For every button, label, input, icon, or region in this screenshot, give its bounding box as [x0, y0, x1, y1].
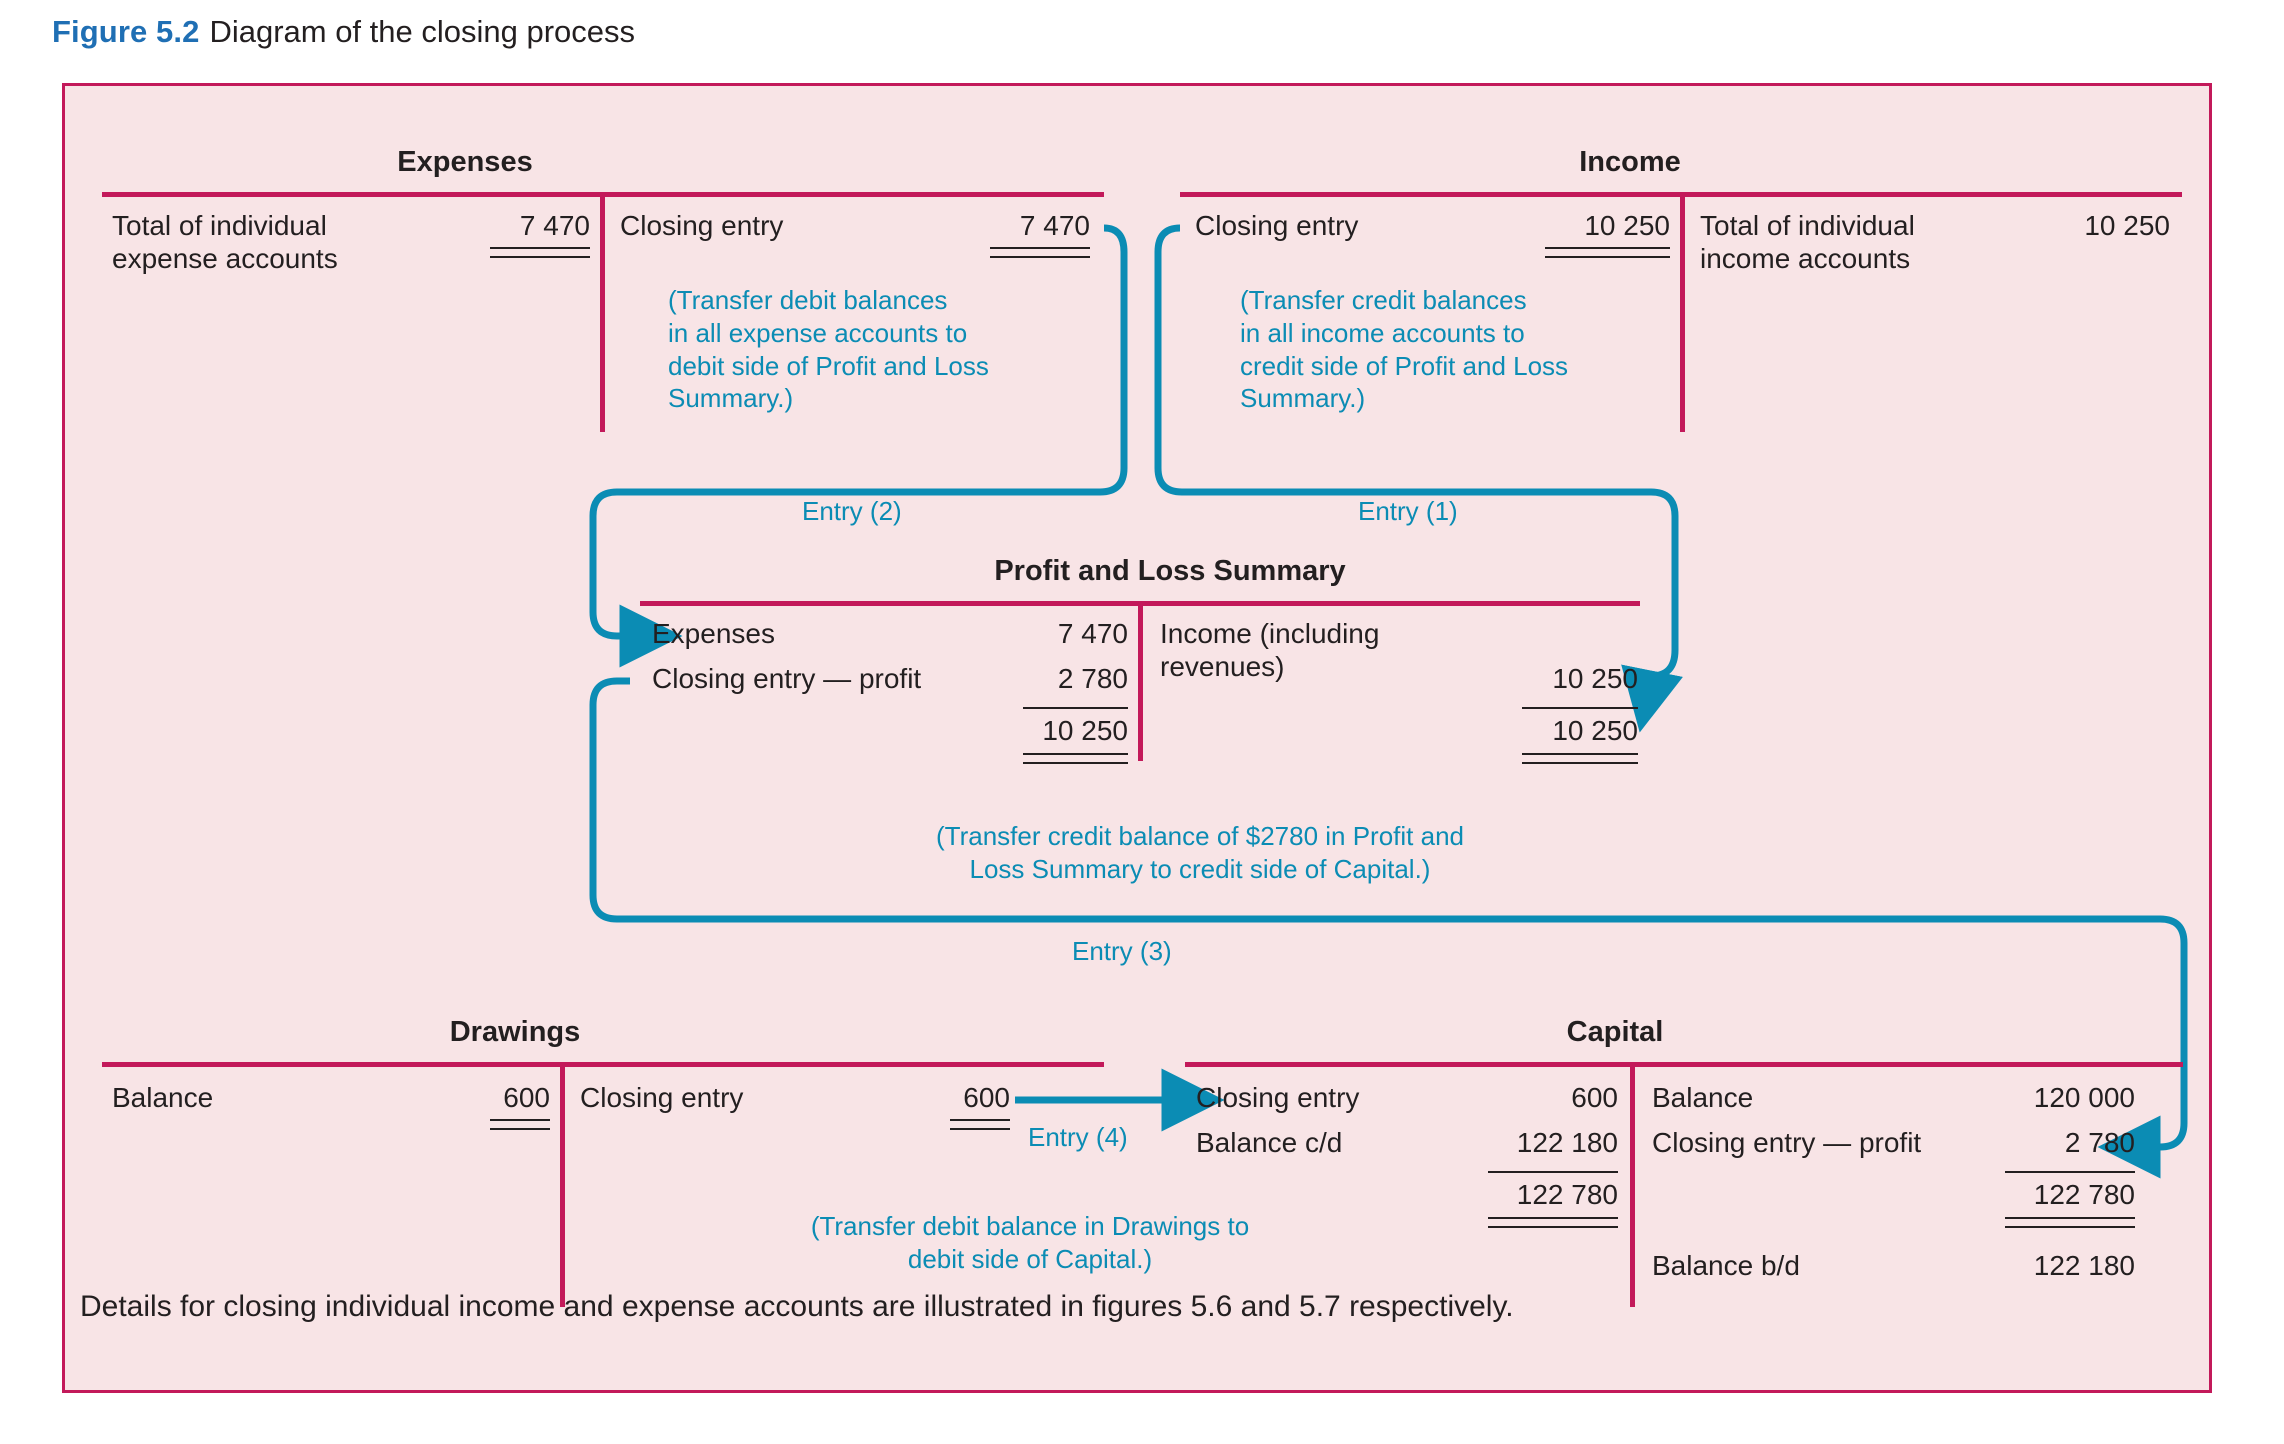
figure-caption: Figure 5.2 Diagram of the closing process [52, 14, 635, 50]
drawings-credit-label: Closing entry [580, 1082, 744, 1113]
expenses-debit-amount-double-rule [490, 247, 590, 258]
capital-debit-amount-1: 600 [1571, 1082, 1618, 1113]
pl-credit-total-double-rule [1522, 753, 1638, 764]
capital-top-rule [1185, 1062, 2183, 1067]
pl-transfer-note: (Transfer credit balance of $2780 in Pro… [936, 821, 1464, 884]
capital-debit-total-double-rule [1488, 1217, 1618, 1228]
pl-debit-total: 10 250 [1042, 715, 1128, 746]
account-title-profit-loss-summary: Profit and Loss Summary [994, 555, 1346, 587]
expenses-credit-label: Closing entry [620, 210, 784, 241]
expenses-debit-amount: 7 470 [519, 210, 590, 241]
drawings-debit-double-rule [490, 1119, 550, 1130]
entry-3-label: Entry (3) [1072, 936, 1172, 966]
figure-panel [62, 83, 2212, 1393]
income-transfer-note: (Transfer credit balances in all income … [1240, 285, 1569, 414]
pl-credit-total: 10 250 [1552, 715, 1638, 746]
capital-credit-amount-3: 122 180 [2033, 1250, 2135, 1281]
capital-credit-label-3: Balance b/d [1652, 1250, 1800, 1281]
capital-credit-label-2: Closing entry — profit [1652, 1127, 1922, 1158]
capital-credit-total-double-rule [2005, 1217, 2135, 1228]
entry-2-label: Entry (2) [802, 496, 902, 526]
account-title-drawings: Drawings [449, 1016, 581, 1048]
expenses-credit-amount-double-rule [990, 247, 1090, 258]
capital-debit-subtotal-rule [1488, 1171, 1618, 1173]
pl-debit-subtotal-rule [1023, 707, 1128, 709]
capital-debit-total: 122 780 [1516, 1179, 1618, 1210]
drawings-top-rule [102, 1062, 1104, 1067]
entry-4-label: Entry (4) [1028, 1122, 1128, 1152]
capital-center-divider [1630, 1062, 1635, 1307]
drawings-credit-amount: 600 [963, 1082, 1010, 1113]
drawings-center-divider [560, 1062, 565, 1307]
account-title-income: Income [1579, 146, 1681, 178]
pl-debit-label-1: Expenses [652, 618, 775, 649]
capital-credit-amount-1: 120 000 [2033, 1082, 2135, 1113]
pl-center-divider [1138, 601, 1143, 761]
pl-debit-total-double-rule [1023, 753, 1128, 764]
income-debit-label: Closing entry [1195, 210, 1359, 241]
expenses-debit-label: Total of individual expense accounts [112, 210, 338, 274]
income-debit-amount: 10 250 [1584, 210, 1670, 241]
drawings-debit-amount: 600 [503, 1082, 550, 1113]
account-title-expenses: Expenses [397, 146, 533, 178]
capital-debit-label-1: Closing entry [1196, 1082, 1360, 1113]
figure-footnote: Details for closing individual income an… [80, 1290, 1514, 1323]
account-title-capital: Capital [1566, 1016, 1664, 1048]
drawings-credit-double-rule [950, 1119, 1010, 1130]
drawings-debit-label: Balance [112, 1082, 214, 1113]
capital-debit-amount-2: 122 180 [1516, 1127, 1618, 1158]
capital-credit-amount-2: 2 780 [2064, 1127, 2135, 1158]
capital-credit-label-1: Balance [1652, 1082, 1754, 1113]
entry-1-label: Entry (1) [1358, 496, 1458, 526]
capital-debit-label-2: Balance c/d [1196, 1127, 1343, 1158]
income-credit-label: Total of individual income accounts [1700, 210, 1915, 274]
expenses-credit-amount: 7 470 [1019, 210, 1090, 241]
expenses-transfer-note: (Transfer debit balances in all expense … [668, 285, 989, 414]
pl-debit-label-2: Closing entry — profit [652, 663, 922, 694]
capital-credit-subtotal-rule [2005, 1171, 2135, 1173]
pl-credit-subtotal-rule [1522, 707, 1638, 709]
pl-credit-amount-1: 10 250 [1552, 663, 1638, 694]
pl-debit-amount-1: 7 470 [1057, 618, 1128, 649]
figure-number: Figure 5.2 [52, 14, 200, 49]
income-debit-amount-double-rule [1545, 247, 1670, 258]
pl-credit-label-1: Income (including revenues) [1160, 618, 1380, 682]
drawings-transfer-note: (Transfer debit balance in Drawings to d… [810, 1211, 1250, 1274]
pl-debit-amount-2: 2 780 [1057, 663, 1128, 694]
figure-title: Diagram of the closing process [209, 14, 636, 49]
income-credit-amount: 10 250 [2084, 210, 2170, 241]
income-center-divider [1680, 192, 1685, 432]
capital-credit-total: 122 780 [2033, 1179, 2135, 1210]
expenses-center-divider [600, 192, 605, 432]
